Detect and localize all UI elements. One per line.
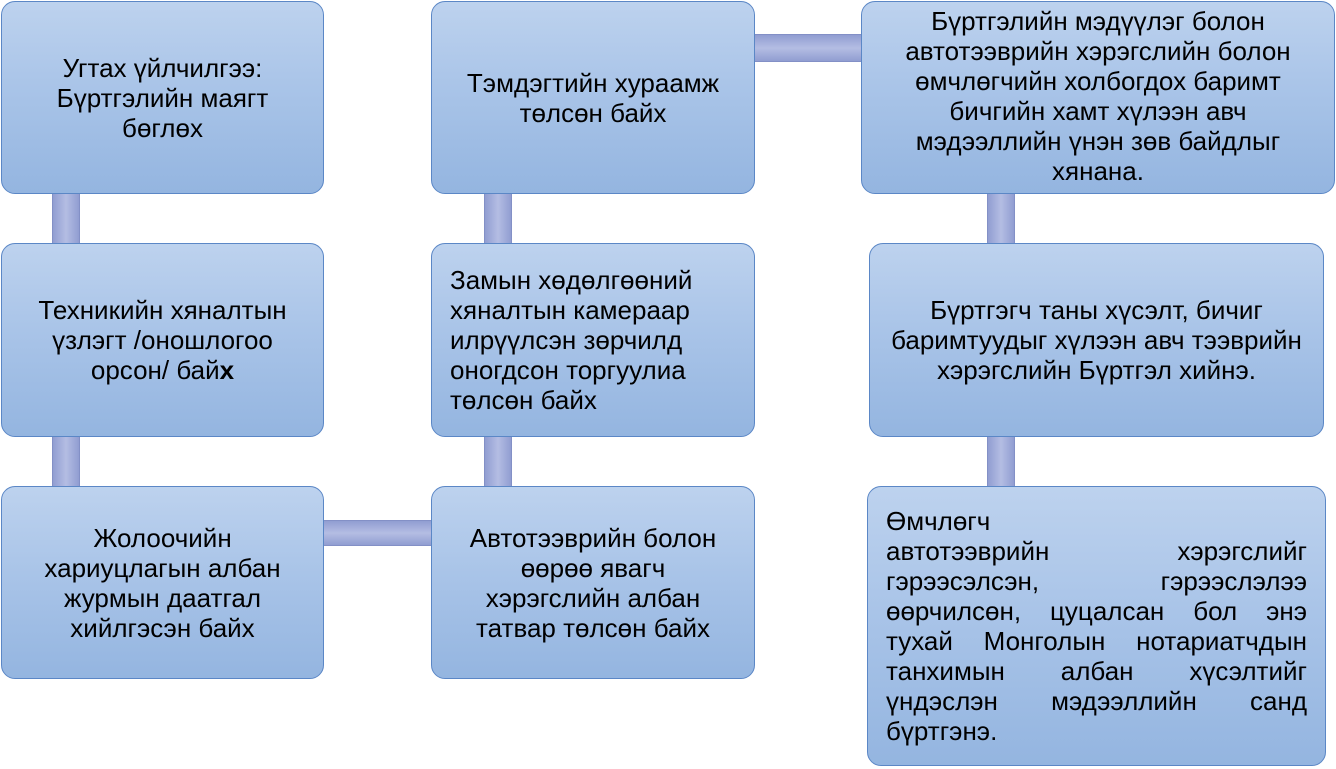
step-2-label-main: Техникийн хяналтын үзлэгт /оношлогоо орс… xyxy=(38,295,287,385)
step-5-label: Замын хөдөлгөөний хяналтын камераар илрү… xyxy=(450,265,693,415)
step-2-box: Техникийн хяналтын үзлэгт /оношлогоо орс… xyxy=(1,243,324,437)
connector-s8-s9 xyxy=(987,436,1015,488)
step-8-label: Бүртгэгч таны хүсэлт, бичиг баримтуудыг … xyxy=(891,295,1302,385)
connector-s6-s7 xyxy=(754,34,864,62)
step-6-box: Тэмдэгтийн хураамж төлсөн байх xyxy=(431,1,755,194)
step-3-label: Жолоочийн хариуцлагын албан журмын даатг… xyxy=(44,522,281,643)
step-2-label: Техникийн хяналтын үзлэгт /оношлогоо орс… xyxy=(20,295,305,385)
step-1-box: Угтах үйлчилгээ: Бүртгэлийн маягт бөглөх xyxy=(1,1,324,194)
step-2-label-bold: х xyxy=(219,355,235,385)
connector-s4-s5 xyxy=(484,436,512,488)
step-3-box: Жолоочийн хариуцлагын албан журмын даатг… xyxy=(1,486,324,679)
step-7-box: Бүртгэлийн мэдүүлэг болон автотээврийн х… xyxy=(861,1,1335,194)
step-7-label: Бүртгэлийн мэдүүлэг болон автотээврийн х… xyxy=(905,6,1291,186)
step-9-box: Өмчлөгч автотээврийн хэрэгслийг гэрээсэл… xyxy=(867,486,1326,766)
step-4-label: Автотээврийн болон өөрөө явагч хэрэгслий… xyxy=(469,522,717,643)
step-9-label-first: Өмчлөгч xyxy=(886,506,991,536)
connector-s7-s8 xyxy=(987,192,1015,244)
step-9-label: Өмчлөгч автотээврийн хэрэгслийг гэрээсэл… xyxy=(886,506,1307,746)
step-1-label: Угтах үйлчилгээ: Бүртгэлийн маягт бөглөх xyxy=(56,52,269,143)
connector-s2-s3 xyxy=(52,436,80,488)
step-8-box: Бүртгэгч таны хүсэлт, бичиг баримтуудыг … xyxy=(869,243,1324,437)
step-6-label: Тэмдэгтийн хураамж төлсөн байх xyxy=(466,67,720,128)
connector-s3-s4 xyxy=(323,520,433,546)
connector-s5-s6 xyxy=(484,192,512,244)
step-5-box: Замын хөдөлгөөний хяналтын камераар илрү… xyxy=(431,243,755,437)
step-9-label-rest: автотээврийн хэрэгслийг гэрээсэлсэн, гэр… xyxy=(886,536,1307,746)
connector-s1-s2 xyxy=(52,192,80,244)
step-4-box: Автотээврийн болон өөрөө явагч хэрэгслий… xyxy=(431,486,755,679)
